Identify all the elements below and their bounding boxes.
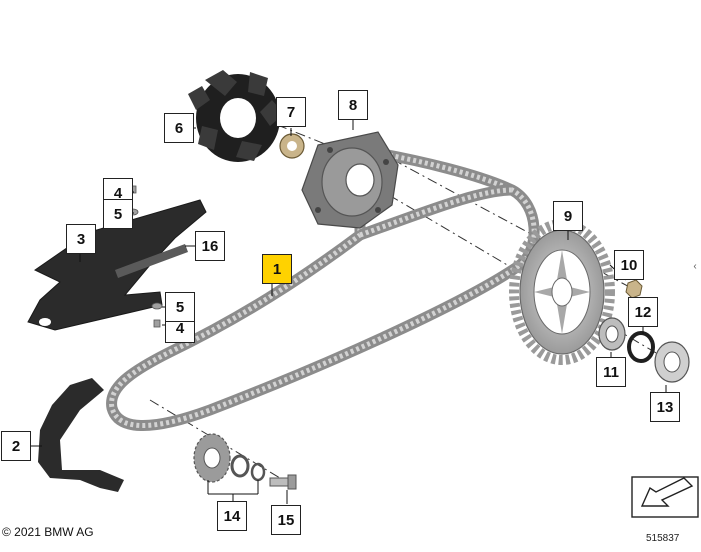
- callout-6-damper[interactable]: 6: [164, 113, 194, 143]
- callout-9-rear-sprocket[interactable]: 9: [553, 201, 583, 231]
- callout-3-chain-guide[interactable]: 3: [66, 224, 96, 254]
- callout-8-hub[interactable]: 8: [338, 90, 368, 120]
- callout-5-washer-top[interactable]: 5: [103, 199, 133, 229]
- callout-2-lower-guide[interactable]: 2: [1, 431, 31, 461]
- image-number: 515837: [646, 533, 680, 544]
- bolt-icon: [269, 474, 297, 490]
- sprocket-icon: [193, 433, 266, 483]
- nut-icon: [625, 279, 643, 299]
- collar-icon: [654, 341, 690, 383]
- rear-sprocket-icon: [509, 219, 615, 365]
- bushing-icon: [279, 133, 305, 159]
- callout-5-washer-bottom[interactable]: 5: [165, 292, 195, 322]
- callout-7-bushing[interactable]: 7: [276, 97, 306, 127]
- callout-15-bolt[interactable]: 15: [271, 505, 301, 535]
- callout-13-collar[interactable]: 13: [650, 392, 680, 422]
- callout-11-bearing[interactable]: 11: [596, 357, 626, 387]
- expand-handle[interactable]: ‹: [693, 260, 697, 272]
- seal-icon: [627, 331, 655, 363]
- callout-1-chain[interactable]: 1: [262, 254, 292, 284]
- guide-rail-icon: [27, 199, 207, 331]
- callout-10-nut[interactable]: 10: [614, 250, 644, 280]
- callout-16-slider[interactable]: 16: [195, 231, 225, 261]
- callout-12-seal[interactable]: 12: [628, 297, 658, 327]
- slider-icon: [115, 244, 188, 278]
- lower-guide-icon: [38, 378, 124, 492]
- bearing-icon: [598, 317, 626, 351]
- hub-icon: [301, 131, 399, 229]
- arrow-icon: [631, 476, 699, 518]
- callout-14-sprocket-set[interactable]: 14: [217, 501, 247, 531]
- copyright-text: © 2021 BMW AG: [2, 525, 94, 539]
- damper-icon: [188, 70, 284, 162]
